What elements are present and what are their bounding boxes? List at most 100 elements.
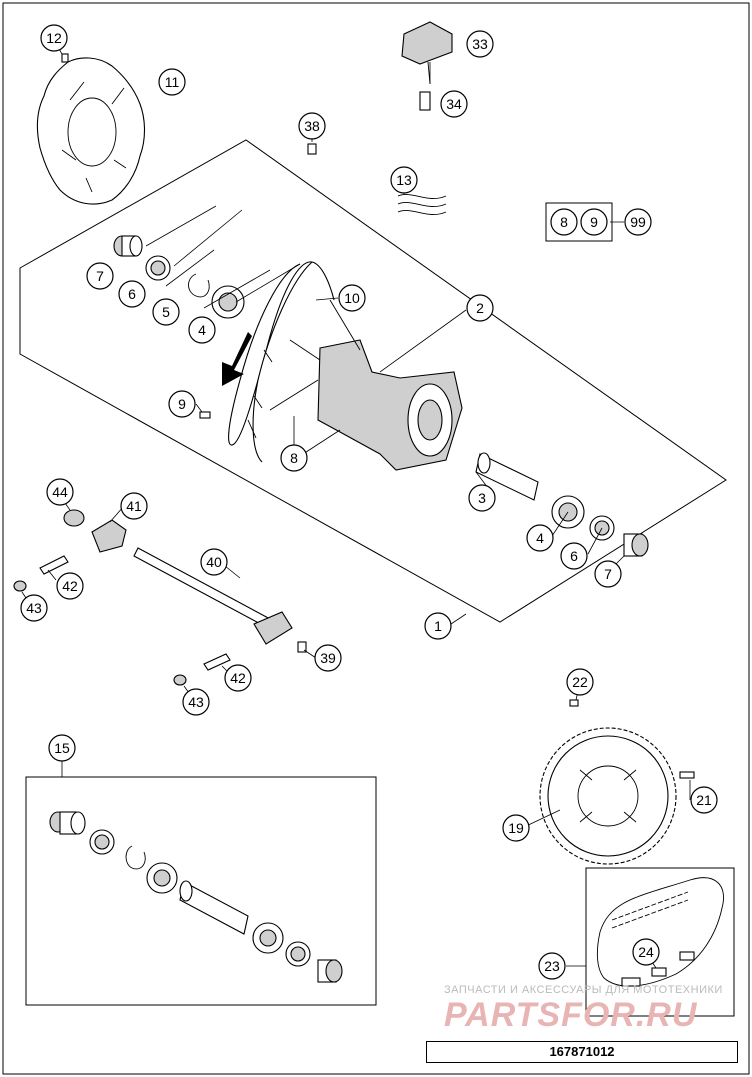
watermark-brand: PARTSFOR.RU xyxy=(444,996,698,1034)
callout-13: 13 xyxy=(390,166,418,194)
adjuster-bolt-left xyxy=(39,555,69,575)
svg-text:19: 19 xyxy=(508,820,524,836)
svg-text:44: 44 xyxy=(52,484,68,500)
adjuster-bolt-right xyxy=(203,653,231,671)
chain-frame xyxy=(585,867,735,1017)
callout-19: 19 xyxy=(502,814,530,842)
svg-text:13: 13 xyxy=(396,172,412,188)
svg-text:12: 12 xyxy=(46,30,62,46)
callout-8: 8 xyxy=(280,444,308,472)
callout-44: 44 xyxy=(46,478,74,506)
callout-9: 9 xyxy=(168,390,196,418)
master-link xyxy=(621,951,695,987)
callout-5: 5 xyxy=(152,298,180,326)
callout-42-right: 42 xyxy=(224,664,252,692)
spacer-right xyxy=(623,533,649,557)
callout-43-left: 43 xyxy=(20,594,48,622)
svg-text:39: 39 xyxy=(320,650,336,666)
drive-chain xyxy=(596,877,724,987)
rim-tape xyxy=(397,194,447,215)
svg-text:8: 8 xyxy=(560,214,568,230)
set-seal-right xyxy=(285,941,311,967)
dust-cap xyxy=(401,21,453,85)
axle-nut xyxy=(63,509,85,527)
adjuster-nut-right xyxy=(173,674,187,686)
callout-22: 22 xyxy=(566,668,594,696)
svg-text:1: 1 xyxy=(434,618,442,634)
callout-40: 40 xyxy=(200,548,228,576)
adjuster-nut-left xyxy=(13,580,27,592)
svg-text:6: 6 xyxy=(570,548,578,564)
svg-text:42: 42 xyxy=(230,670,246,686)
callout-8-set: 8 xyxy=(550,208,578,236)
wheel-axle xyxy=(133,547,293,645)
seal-left xyxy=(145,255,171,281)
svg-text:23: 23 xyxy=(544,958,560,974)
svg-text:4: 4 xyxy=(198,322,206,338)
svg-text:21: 21 xyxy=(696,792,712,808)
callout-10: 10 xyxy=(338,284,366,312)
svg-text:5: 5 xyxy=(162,304,170,320)
svg-text:9: 9 xyxy=(590,214,598,230)
callout-42-left: 42 xyxy=(56,572,84,600)
callout-21: 21 xyxy=(690,786,718,814)
svg-text:22: 22 xyxy=(572,674,588,690)
brake-disc xyxy=(36,57,146,205)
watermark-tagline: ЗАПЧАСТИ И АКСЕССУАРЫ ДЛЯ МОТОТЕХНИКИ xyxy=(444,984,723,996)
callout-34: 34 xyxy=(440,90,468,118)
set-bearing-left xyxy=(146,862,178,894)
callout-38: 38 xyxy=(298,112,326,140)
disc-screw xyxy=(61,53,69,63)
svg-text:7: 7 xyxy=(604,566,612,582)
bearing-set-frame xyxy=(25,776,377,1006)
callout-1: 1 xyxy=(424,612,452,640)
wheel-assembly-frame xyxy=(19,139,727,623)
svg-text:43: 43 xyxy=(26,600,42,616)
set-spacer-tube xyxy=(179,880,249,935)
bearing-left xyxy=(211,285,245,319)
svg-text:24: 24 xyxy=(638,944,654,960)
callout-99: 99 xyxy=(624,208,652,236)
svg-text:4: 4 xyxy=(536,530,544,546)
callout-12: 12 xyxy=(40,24,68,52)
axle-screw xyxy=(297,641,307,653)
svg-text:99: 99 xyxy=(630,214,646,230)
svg-text:11: 11 xyxy=(165,74,180,90)
callout-33: 33 xyxy=(466,30,494,58)
wheel-rim xyxy=(228,261,335,463)
callout-11: 11 xyxy=(158,68,186,96)
svg-text:40: 40 xyxy=(206,554,222,570)
callout-41: 41 xyxy=(120,492,148,520)
spoke-nipple xyxy=(199,411,211,419)
wheel-hub xyxy=(269,299,463,471)
callout-43-right: 43 xyxy=(182,688,210,716)
set-bearing-right xyxy=(252,922,284,954)
callout-6-left: 6 xyxy=(118,280,146,308)
valve-stem xyxy=(419,91,431,111)
svg-text:15: 15 xyxy=(54,740,70,756)
svg-text:42: 42 xyxy=(62,578,78,594)
callout-6-right: 6 xyxy=(560,542,588,570)
svg-text:33: 33 xyxy=(472,36,488,52)
callout-24: 24 xyxy=(632,938,660,966)
svg-text:3: 3 xyxy=(478,490,486,506)
callout-7-left: 7 xyxy=(86,262,114,290)
sprocket-screw xyxy=(679,771,695,779)
balance-weight xyxy=(307,143,317,155)
svg-text:38: 38 xyxy=(304,118,320,134)
svg-text:9: 9 xyxy=(178,396,186,412)
svg-text:43: 43 xyxy=(188,694,204,710)
callout-3: 3 xyxy=(468,484,496,512)
document-number: 167871012 xyxy=(426,1041,738,1063)
svg-text:10: 10 xyxy=(344,290,360,306)
callout-23: 23 xyxy=(538,952,566,980)
chain-adjuster xyxy=(91,519,127,553)
set-spacer-right xyxy=(317,959,343,983)
callout-4-left: 4 xyxy=(188,316,216,344)
set-circlip xyxy=(125,845,146,870)
hub-spacer-tube xyxy=(475,452,539,501)
rotation-arrow xyxy=(222,332,252,386)
callout-15: 15 xyxy=(48,734,76,762)
